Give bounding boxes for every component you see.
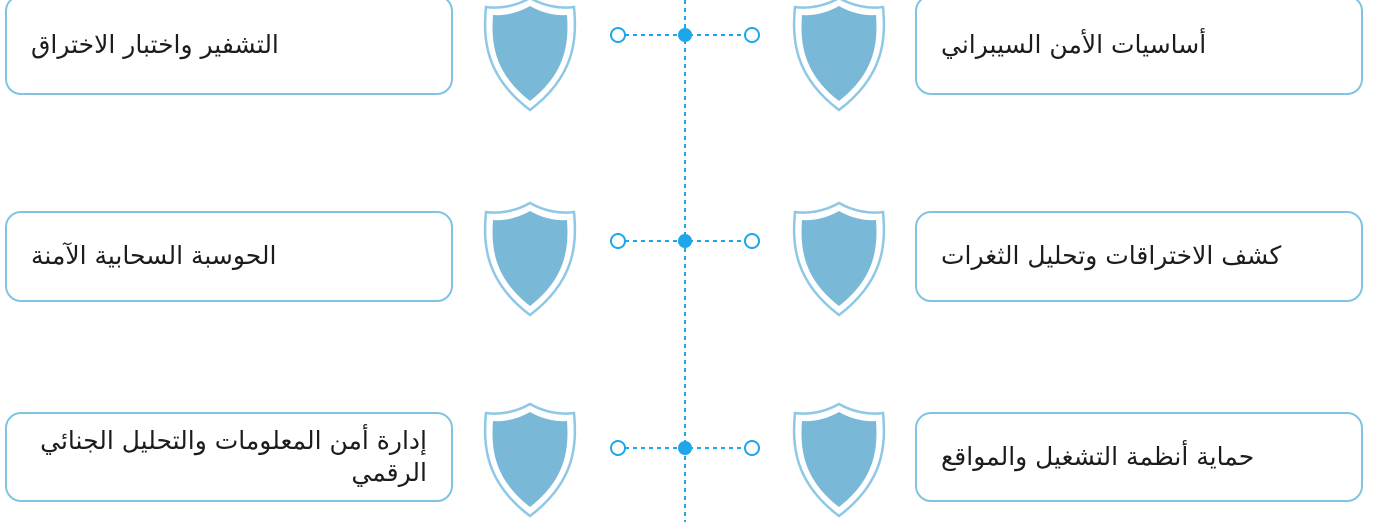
- left-endpoint-row-3: [610, 440, 626, 456]
- topic-card-right-2: كشف الاختراقات وتحليل الثغرات: [915, 211, 1363, 302]
- shield-icon: [483, 402, 577, 518]
- topic-label: الحوسبة السحابية الآمنة: [31, 241, 277, 271]
- shield-icon: [792, 201, 886, 317]
- topic-label: التشفير واختبار الاختراق: [31, 29, 279, 59]
- junction-dot-row-3: [678, 441, 692, 455]
- topic-card-left-1: التشفير واختبار الاختراق: [5, 0, 453, 95]
- left-endpoint-row-2: [610, 233, 626, 249]
- topic-label: كشف الاختراقات وتحليل الثغرات: [941, 241, 1282, 271]
- topic-card-right-1: أساسيات الأمن السيبراني: [915, 0, 1363, 95]
- shield-icon: [483, 0, 577, 112]
- topic-label: إدارة أمن المعلومات والتحليل الجنائي الر…: [40, 425, 427, 488]
- right-endpoint-row-3: [744, 440, 760, 456]
- shield-icon: [483, 201, 577, 317]
- topic-card-left-2: الحوسبة السحابية الآمنة: [5, 211, 453, 302]
- topic-card-left-3: إدارة أمن المعلومات والتحليل الجنائي الر…: [5, 412, 453, 502]
- right-endpoint-row-2: [744, 233, 760, 249]
- junction-dot-row-1: [678, 28, 692, 42]
- topic-label: حماية أنظمة التشغيل والمواقع: [941, 441, 1255, 471]
- junction-dot-row-2: [678, 234, 692, 248]
- shield-icon: [792, 0, 886, 112]
- topic-label: أساسيات الأمن السيبراني: [941, 29, 1207, 59]
- right-endpoint-row-1: [744, 27, 760, 43]
- left-endpoint-row-1: [610, 27, 626, 43]
- topic-card-right-3: حماية أنظمة التشغيل والمواقع: [915, 412, 1363, 502]
- shield-icon: [792, 402, 886, 518]
